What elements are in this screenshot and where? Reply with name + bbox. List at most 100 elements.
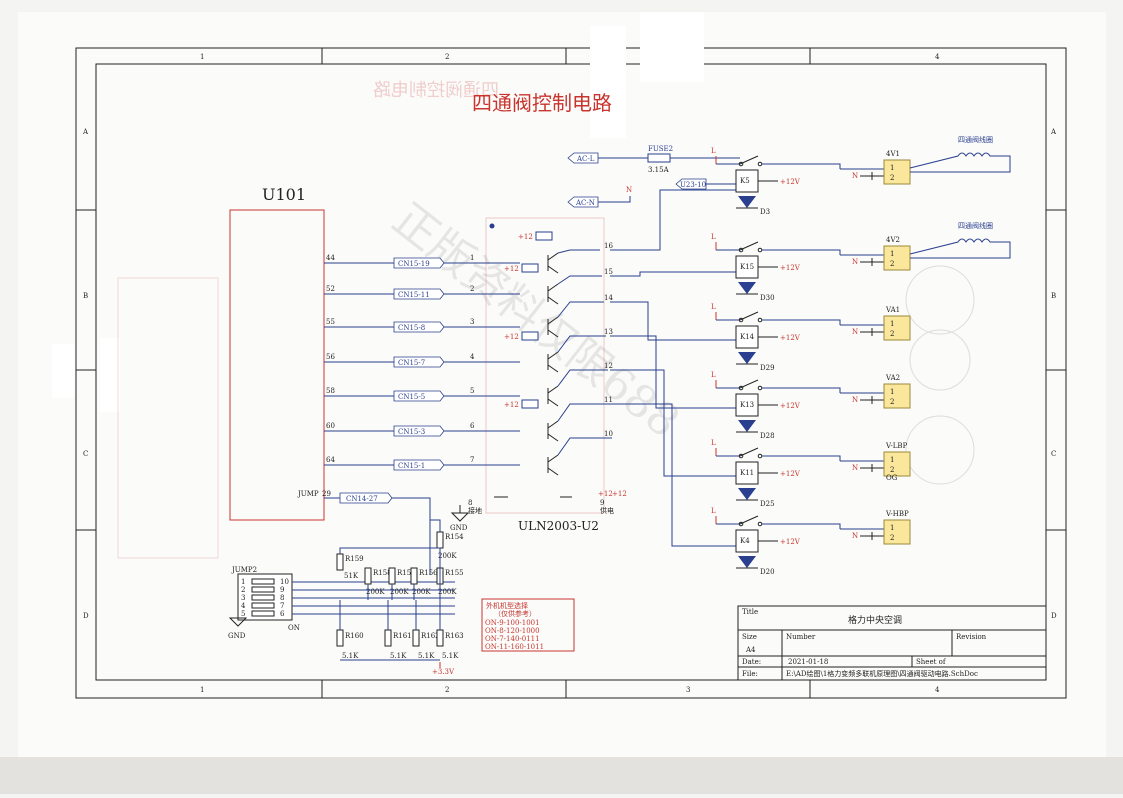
plus12-label: +12 <box>504 401 519 409</box>
base-resistor <box>521 399 539 409</box>
relay-diode <box>738 556 756 568</box>
diode-name: D20 <box>760 568 775 576</box>
transistor-c <box>547 420 559 429</box>
transistor-e <box>547 467 559 476</box>
resistor-name: R163 <box>445 632 464 640</box>
jump-bus <box>392 497 431 575</box>
coil-symbol <box>909 238 1011 259</box>
load-name: VA2 <box>885 374 900 382</box>
jumper-right-pin: 9 <box>280 586 284 594</box>
relay-contact <box>738 247 744 253</box>
load-n: N <box>852 328 858 336</box>
transistor-c <box>547 385 559 394</box>
connector-pin-2: 2 <box>890 260 894 268</box>
title-block: Title 格力中央空调 Size A4 Number Revision Dat… <box>737 605 1047 681</box>
cn-label: CN15-7 <box>398 359 425 367</box>
border-row-label: C <box>1051 450 1056 458</box>
jumper-switch <box>251 586 275 593</box>
model-line: ON-8-120-1000 <box>485 627 540 635</box>
diode-name: D29 <box>760 364 775 372</box>
u101-pin: 64 <box>326 456 335 464</box>
cn-connector <box>393 425 445 437</box>
gnd-label: GND <box>450 524 468 532</box>
route-wire <box>610 369 740 477</box>
outer-border <box>75 47 1067 699</box>
tb-date-value: 2021-01-18 <box>788 658 828 666</box>
uln-out-wire <box>557 249 600 254</box>
cn-label: CN15-19 <box>398 260 430 268</box>
ghost-layer <box>117 265 975 559</box>
jump-connector-label: CN14-27 <box>346 495 378 503</box>
tb-revision-label: Revision <box>956 633 987 641</box>
relay-switch <box>739 241 759 251</box>
connector-pin-2: 2 <box>890 330 894 338</box>
uln-gnd-label: 接地 <box>468 506 482 515</box>
cn-label: CN15-3 <box>398 428 425 436</box>
transistor-e <box>547 433 559 442</box>
border-col-label: 1 <box>200 686 204 694</box>
uln-out-pin: 13 <box>604 328 613 336</box>
relay-plus12v: +12V <box>780 178 801 186</box>
resistor-bottom <box>436 629 444 647</box>
jumper-left-pin: 3 <box>241 594 245 602</box>
border-col-label: 2 <box>445 686 449 694</box>
resistor-name: R158 <box>373 569 392 577</box>
load-connector <box>883 159 911 185</box>
v33-label: +3.3V <box>432 668 455 676</box>
resistor-top <box>410 567 418 585</box>
uln-in-pin: 5 <box>470 387 474 395</box>
connector-pin-1: 1 <box>890 250 894 258</box>
relay-contact <box>738 385 744 391</box>
route-wire <box>610 335 740 409</box>
cn-connector <box>393 257 445 269</box>
acn-n: N <box>626 186 632 194</box>
relay-diode <box>738 282 756 294</box>
relay-contact <box>757 247 763 253</box>
mirrored-title-ghost: 四通阀控制电路 <box>373 80 499 101</box>
relay-l-label: L <box>711 303 716 311</box>
ghost-circle <box>905 265 975 335</box>
transistor-c <box>547 351 559 360</box>
relay-name: K11 <box>740 469 754 477</box>
diagram-title: 四通阀控制电路 <box>472 91 612 115</box>
resistor-value: 5.1K <box>390 652 407 660</box>
relay-l-label: L <box>711 371 716 379</box>
load-name: 4V2 <box>886 236 900 244</box>
tb-file-label: File: <box>742 670 758 678</box>
connector-pin-2: 2 <box>890 398 894 406</box>
jumper-switch <box>251 602 275 609</box>
relay-switch <box>739 515 759 525</box>
uln-out-pin: 11 <box>604 396 613 404</box>
border-row-label: B <box>1051 292 1056 300</box>
uln-out-wire <box>557 437 612 456</box>
resistor-top <box>388 567 396 585</box>
acn-label: AC-N <box>575 199 595 207</box>
connector-pin-2: 2 <box>890 174 894 182</box>
load-connector <box>883 383 911 409</box>
transistor-e <box>547 265 559 274</box>
connector-pin-2: 2 <box>890 534 894 542</box>
tb-size-label: Size <box>742 633 757 641</box>
resistor-name: R156 <box>419 569 438 577</box>
relay-column: LK5+12VD3N4V112四通阀线圈LK15+12VD30N4V212四通阀… <box>711 135 1011 576</box>
plus12-label: +12 <box>504 333 519 341</box>
uln-out-pin: 10 <box>604 430 613 438</box>
uln-body <box>485 217 605 514</box>
relay-l-label: L <box>711 507 716 515</box>
uln-in-pin: 6 <box>470 422 475 430</box>
jumper-switch <box>251 610 275 617</box>
cn-label: CN15-11 <box>398 291 430 299</box>
relay-diode <box>738 352 756 364</box>
relay-l-label: L <box>711 147 716 155</box>
scan-patch <box>100 338 120 412</box>
model-line: ON-9-100-1001 <box>485 619 540 627</box>
resistor-top <box>436 531 444 549</box>
uln-vcc-pin: 9 <box>600 499 604 507</box>
relay-out-wire <box>762 523 841 529</box>
relay-plus12v: +12V <box>780 402 801 410</box>
model-subtitle: （仅供参考） <box>494 609 536 618</box>
connector-pin-1: 1 <box>890 164 894 172</box>
border-col-label: 4 <box>935 686 940 694</box>
fuse <box>647 153 671 163</box>
